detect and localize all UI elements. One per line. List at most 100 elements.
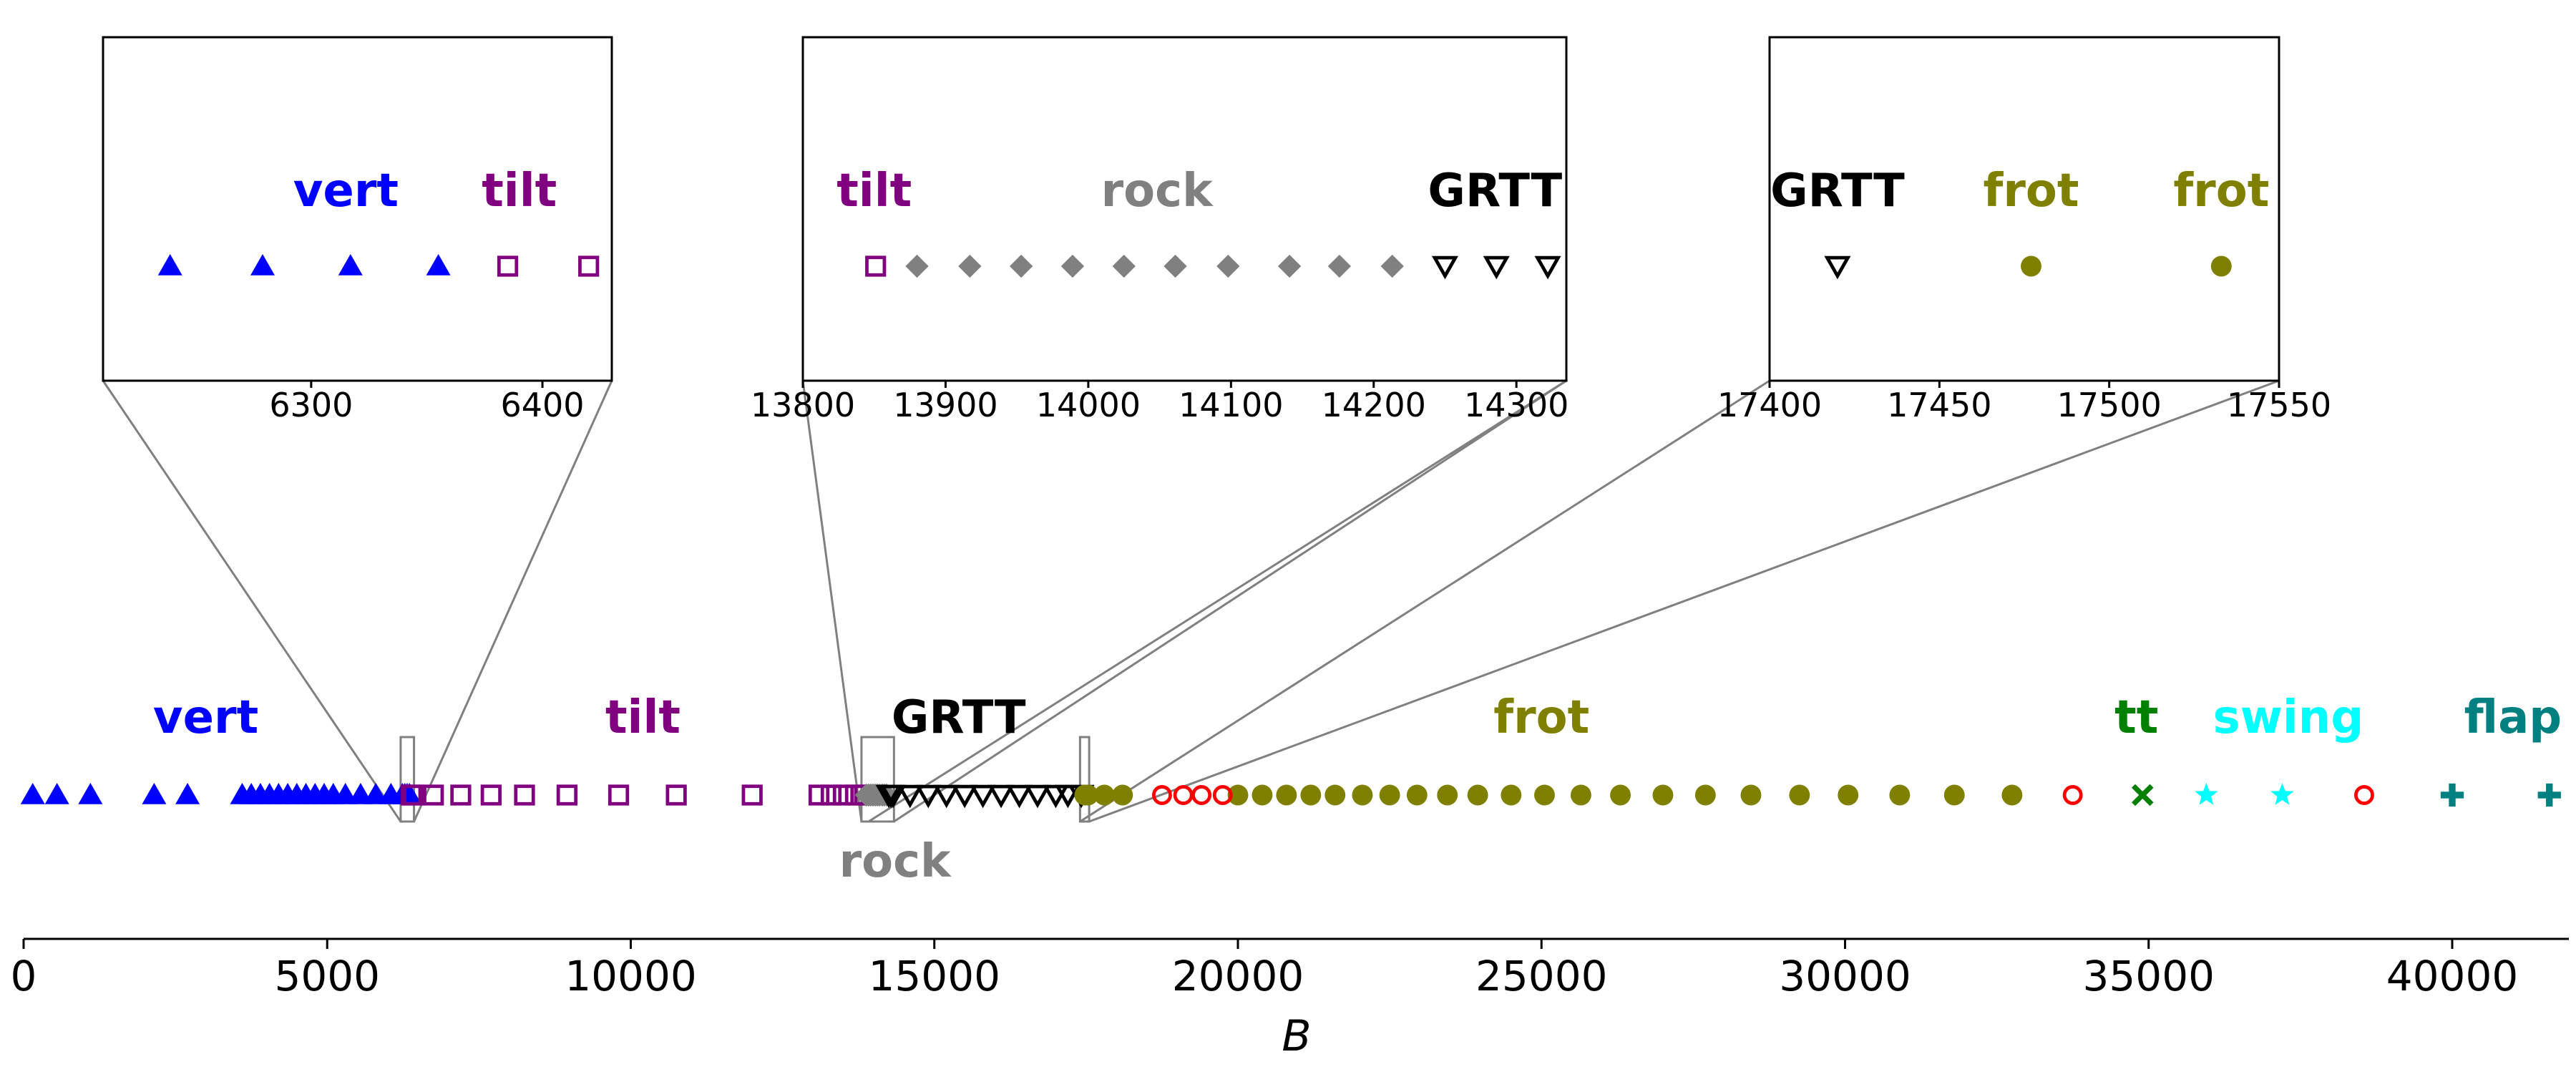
inset-data-point-grtt	[1534, 255, 1561, 280]
data-point-grtt	[914, 784, 942, 809]
data-point-tilt	[741, 784, 763, 806]
connector-line	[801, 380, 863, 822]
inset-label-grtt: GRTT	[1770, 165, 1905, 218]
x-tick-label: 10000	[565, 952, 697, 1000]
inset-data-point-grtt	[1824, 255, 1851, 280]
label-swing: swing	[2213, 691, 2364, 744]
inset-data-point-grtt	[1431, 255, 1459, 280]
label-flap: flap	[2464, 691, 2562, 744]
data-point-vert	[175, 783, 200, 804]
inset-frame	[1768, 36, 2280, 382]
label-frot: frot	[1493, 691, 1589, 744]
data-point-frot	[1694, 784, 1716, 806]
data-point-grtt	[1024, 784, 1051, 809]
inset-data-point-vert	[157, 254, 182, 276]
inset-label-tilt: tilt	[482, 165, 557, 218]
inset-data-point-vert	[426, 254, 451, 276]
data-point-tilt	[608, 784, 630, 806]
inset-data-point-vert	[250, 254, 275, 276]
data-point-flap	[2537, 783, 2561, 807]
inset-label-grtt: GRTT	[1428, 165, 1562, 218]
plus-bar	[2546, 783, 2553, 807]
data-point-vert	[142, 783, 167, 804]
data-point-frot	[1227, 784, 1249, 806]
data-point-swing	[2270, 783, 2294, 805]
data-point-grtt	[933, 784, 960, 809]
data-point-tilt	[665, 784, 687, 806]
inset-x-tick-label: 17450	[1887, 386, 1991, 424]
data-point-red	[1173, 785, 1194, 805]
data-point-frot	[1610, 784, 1631, 806]
data-point-frot	[1652, 784, 1674, 806]
inset-x-tick-label: 14100	[1179, 386, 1283, 424]
x-tick-label: 25000	[1475, 952, 1608, 1000]
inset-x-tick-label: 13800	[751, 386, 855, 424]
data-point-red	[1151, 785, 1172, 805]
inset-label-rock: rock	[1101, 165, 1214, 218]
label-vert: vert	[153, 691, 258, 744]
data-point-frot	[1112, 784, 1133, 806]
data-point-grtt	[879, 784, 907, 809]
data-point-tilt	[450, 784, 472, 806]
data-point-grtt	[970, 784, 997, 809]
connector-line	[413, 380, 613, 822]
data-point-red	[1212, 785, 1233, 805]
data-point-red	[1191, 785, 1212, 805]
inset-data-point-frot	[2021, 255, 2041, 277]
data-point-frot	[1943, 784, 1965, 806]
data-point-grtt	[1054, 784, 1081, 809]
zoom-region-3	[1078, 736, 1091, 823]
inset-data-point-rock	[1009, 254, 1033, 278]
inset-label-tilt: tilt	[836, 165, 912, 218]
data-point-frot	[1406, 784, 1428, 806]
data-point-frot	[1501, 784, 1522, 806]
connector-line	[1088, 379, 2280, 823]
inset-label-frot: frot	[1984, 165, 2079, 218]
data-point-frot	[1467, 784, 1488, 806]
data-point-frot	[1379, 784, 1400, 806]
data-point-frot	[1437, 784, 1458, 806]
data-point-grtt	[987, 784, 1015, 809]
inset-x-tick-label: 13900	[893, 386, 997, 424]
data-point-red	[2354, 785, 2374, 805]
inset-x-tick-label: 17400	[1717, 386, 1822, 424]
x-stroke	[2131, 784, 2154, 806]
data-point-tilt	[808, 784, 830, 806]
data-point-frot	[1093, 784, 1115, 806]
data-point-vert	[20, 783, 45, 804]
data-point-frot	[1078, 784, 1099, 806]
zoom-connectors	[102, 379, 2280, 823]
zoom-region-2	[860, 736, 895, 823]
inset-data-point-vert	[338, 254, 363, 276]
data-point-frot	[1838, 784, 1859, 806]
inset-data-point-rock	[1380, 254, 1404, 278]
data-point-frot	[1534, 784, 1555, 806]
data-point-tilt	[423, 784, 444, 806]
inset-data-point-tilt	[578, 255, 600, 277]
label-tilt: tilt	[605, 691, 680, 744]
data-point-tilt	[832, 784, 854, 806]
data-point-frot	[1352, 784, 1373, 806]
data-point-frot	[1789, 784, 1810, 806]
inset-data-point-rock	[1327, 254, 1352, 278]
inset-data-point-rock	[1060, 254, 1085, 278]
data-point-tilt	[514, 784, 535, 806]
inset-data-point-grtt	[1483, 255, 1510, 280]
data-point-tilt	[403, 784, 424, 806]
inset-data-point-tilt	[865, 255, 887, 277]
data-point-tilt	[556, 784, 578, 806]
data-point-red	[2062, 785, 2083, 805]
x-tick-label: 40000	[2386, 952, 2519, 1000]
connector-line	[1079, 379, 1770, 823]
inset-x-tick-label: 6300	[269, 386, 353, 424]
x-tick-label: 15000	[868, 952, 1000, 1000]
data-point-frot	[1300, 784, 1322, 806]
inset-frame	[801, 36, 1568, 382]
inset-label-frot: frot	[2173, 165, 2269, 218]
connector-line	[102, 380, 402, 822]
